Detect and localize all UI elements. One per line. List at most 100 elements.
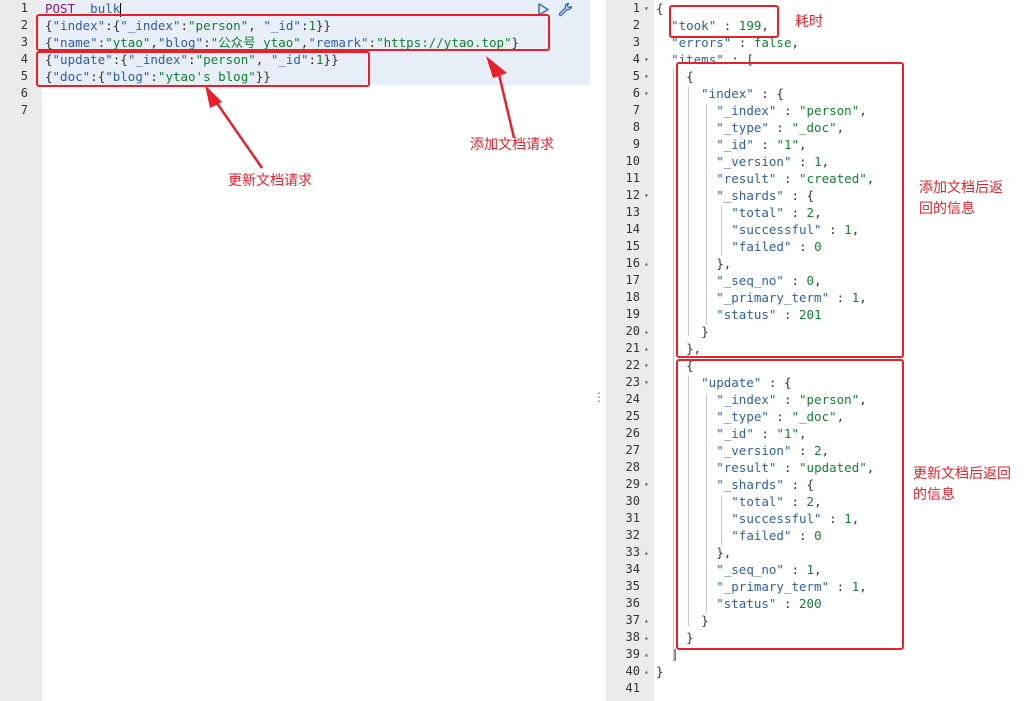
response-line: 27 "_version" : 2,	[606, 442, 1032, 459]
code-text[interactable]: {"doc":{"blog":"ytao's blog"}}	[45, 68, 271, 85]
code-text[interactable]: {"update":{"_index":"person", "_id":1}}	[45, 51, 339, 68]
fold-open-icon[interactable]: ▾	[644, 72, 649, 81]
code-token: :	[829, 579, 852, 594]
code-token: {	[656, 1, 664, 16]
fold-close-icon[interactable]: ▴	[644, 616, 649, 625]
wrench-icon[interactable]	[556, 0, 574, 18]
code-text: "index" : {	[656, 85, 784, 102]
code-token	[656, 35, 671, 50]
code-text[interactable]: POST _bulk	[45, 0, 122, 17]
code-text: "_shards" : {	[656, 476, 814, 493]
code-token: : {	[783, 188, 815, 203]
pane-divider[interactable]	[590, 0, 606, 701]
code-token: "_index"	[716, 392, 777, 407]
fold-open-icon[interactable]: ▾	[644, 191, 649, 200]
code-token: 1	[844, 222, 852, 237]
fold-close-icon[interactable]: ▴	[644, 327, 649, 336]
code-token: ,	[761, 18, 769, 33]
code-text: "_type" : "_doc",	[656, 408, 844, 425]
code-token: {	[656, 69, 694, 84]
code-token: "remark"	[308, 35, 369, 50]
code-token: "_seq_no"	[716, 273, 784, 288]
response-viewer: 1▾{2 "took" : 199,3 "errors" : false,4▾ …	[606, 0, 1032, 701]
response-line: 19 "status" : 201	[606, 306, 1032, 323]
divider-handle-icon[interactable]: ⋮	[593, 390, 605, 404]
fold-open-icon[interactable]: ▾	[644, 4, 649, 13]
response-line: 26 "_id" : "1",	[606, 425, 1032, 442]
fold-open-icon[interactable]: ▾	[644, 480, 649, 489]
line-number: 1	[632, 1, 640, 15]
response-line: 10 "_version" : 1,	[606, 153, 1032, 170]
code-token: "_index"	[127, 52, 189, 67]
response-line: 30 "total" : 2,	[606, 493, 1032, 510]
play-icon[interactable]	[534, 0, 552, 18]
code-token: 1	[806, 562, 815, 577]
line-number: 7	[632, 103, 640, 117]
fold-open-icon[interactable]: ▾	[644, 361, 649, 370]
code-token: "result"	[716, 460, 777, 475]
code-token: :	[716, 18, 739, 33]
response-line: 17 "_seq_no" : 0,	[606, 272, 1032, 289]
response-line: 5▾ {	[606, 68, 1032, 85]
code-text: },	[656, 340, 701, 357]
request-toolbar	[534, 0, 574, 18]
line-number: 6	[632, 86, 640, 100]
code-token: "blog"	[157, 35, 204, 50]
code-token: "ytao"	[105, 35, 151, 50]
code-token: },	[656, 545, 732, 560]
fold-close-icon[interactable]: ▴	[644, 259, 649, 268]
code-token: }}	[255, 69, 271, 84]
code-token: :	[97, 35, 106, 50]
indent-guide	[673, 68, 674, 660]
code-token: "_id"	[716, 137, 754, 152]
code-token: "status"	[716, 307, 777, 322]
response-line: 11 "result" : "created",	[606, 170, 1032, 187]
update-response-label-line2: 的信息	[913, 487, 955, 503]
code-token: 1	[851, 290, 860, 305]
code-token: :	[308, 52, 317, 67]
code-token: :	[783, 562, 807, 577]
line-number: 11	[625, 171, 640, 185]
fold-close-icon[interactable]: ▴	[644, 633, 649, 642]
code-token: "_index"	[120, 18, 181, 33]
code-text[interactable]: {"index":{"_index":"person", "_id":1}}	[45, 17, 331, 34]
code-token: "_primary_term"	[716, 290, 830, 305]
code-token: {	[656, 358, 694, 373]
indent-guide	[706, 104, 707, 324]
line-number: 21	[625, 341, 640, 355]
request-line: 7	[0, 102, 590, 119]
fold-open-icon[interactable]: ▾	[644, 55, 649, 64]
code-token: },	[656, 256, 732, 271]
response-line: 34 "_seq_no" : 1,	[606, 561, 1032, 578]
code-token: "person"	[799, 103, 860, 118]
response-line: 3 "errors" : false,	[606, 34, 1032, 51]
code-token: false	[753, 35, 792, 50]
code-token: ,	[821, 154, 830, 169]
fold-open-icon[interactable]: ▾	[644, 378, 649, 387]
code-text[interactable]: {"name":"ytao","blog":"公众号 ytao","remark…	[45, 34, 519, 51]
fold-close-icon[interactable]: ▴	[644, 344, 649, 353]
line-number: 12	[625, 188, 640, 202]
fold-close-icon[interactable]: ▴	[644, 667, 649, 676]
code-token: "status"	[716, 596, 777, 611]
response-line: 23▾ "update" : {	[606, 374, 1032, 391]
code-token: ,	[836, 409, 845, 424]
code-token: :	[791, 528, 815, 543]
code-token: }	[656, 664, 664, 679]
fold-close-icon[interactable]: ▴	[644, 548, 649, 557]
fold-close-icon[interactable]: ▴	[644, 650, 649, 659]
line-number: 29	[625, 477, 640, 491]
line-number: 27	[625, 443, 640, 457]
code-token: :	[753, 137, 777, 152]
response-line: 35 "_primary_term" : 1,	[606, 578, 1032, 595]
fold-open-icon[interactable]: ▾	[644, 89, 649, 98]
response-line: 2 "took" : 199,	[606, 17, 1032, 34]
line-number: 26	[625, 426, 640, 440]
code-token: :{	[112, 52, 128, 67]
code-token: "failed"	[731, 528, 792, 543]
code-text: "_primary_term" : 1,	[656, 289, 867, 306]
code-text: }	[656, 663, 664, 680]
response-line: 7 "_index" : "person",	[606, 102, 1032, 119]
code-text: "_index" : "person",	[656, 391, 867, 408]
